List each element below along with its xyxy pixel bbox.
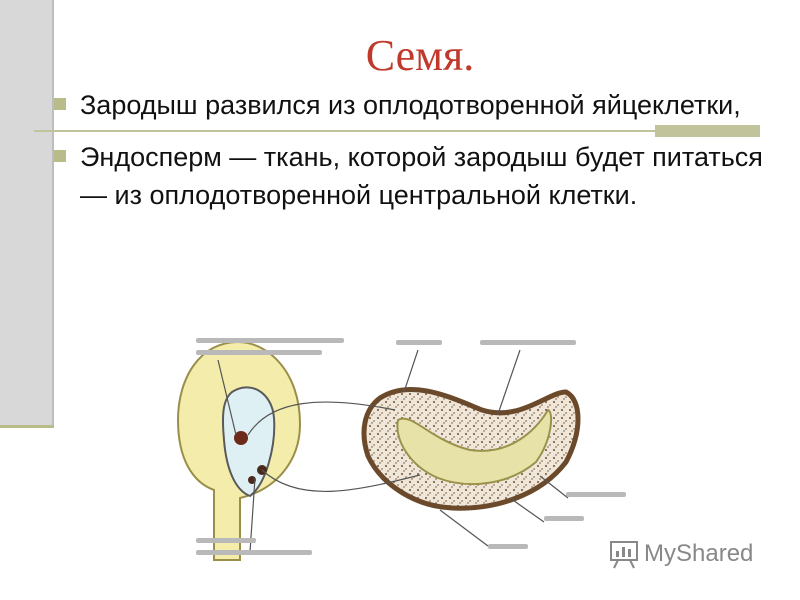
- myshared-watermark: MyShared: [608, 538, 753, 570]
- embryo: [396, 408, 553, 486]
- synergid-nucleus: [248, 476, 256, 484]
- left-decor-bar: [0, 0, 54, 425]
- label-blur: [196, 350, 322, 355]
- title-rule-accent: [655, 125, 760, 137]
- leader-line: [509, 497, 545, 523]
- watermark-text: MyShared: [644, 540, 754, 567]
- diagram-label-blurs: [196, 338, 626, 555]
- label-blur: [196, 538, 256, 543]
- connector-lines: [217, 349, 569, 553]
- leader-line: [403, 349, 419, 393]
- left-decor-underline: [0, 425, 54, 428]
- bullet-marker: [54, 150, 66, 162]
- label-blur: [488, 544, 528, 549]
- leader-line: [439, 509, 489, 547]
- label-blur: [196, 338, 344, 343]
- leader-line: [217, 359, 237, 436]
- seed-coat: [361, 387, 581, 511]
- label-blur: [480, 340, 576, 345]
- ovule-figure: [176, 340, 302, 561]
- connector-line: [247, 401, 396, 436]
- leader-line: [539, 475, 569, 499]
- label-blur: [196, 550, 312, 555]
- bullet-item: Эндосперм — ткань, которой зародыш будет…: [52, 138, 772, 214]
- label-blur: [396, 340, 442, 345]
- seed-figure: [361, 387, 581, 511]
- bullet-item: Зародыш развился из оплодотворенной яйце…: [52, 86, 772, 124]
- bullet-marker: [54, 98, 66, 110]
- bullet-text: Эндосперм — ткань, которой зародыш будет…: [80, 142, 763, 210]
- bullet-list: Зародыш развился из оплодотворенной яйце…: [52, 86, 772, 214]
- central-cell-nucleus: [234, 431, 248, 445]
- bullet-text: Зародыш развился из оплодотворенной яйце…: [80, 90, 741, 120]
- connector-line: [261, 469, 421, 492]
- label-blur: [544, 516, 584, 521]
- label-blur: [566, 492, 626, 497]
- slide-title: Семя.: [365, 31, 475, 80]
- title-rule: [34, 130, 759, 132]
- presentation-board-icon: [610, 541, 638, 569]
- leader-line: [497, 349, 521, 415]
